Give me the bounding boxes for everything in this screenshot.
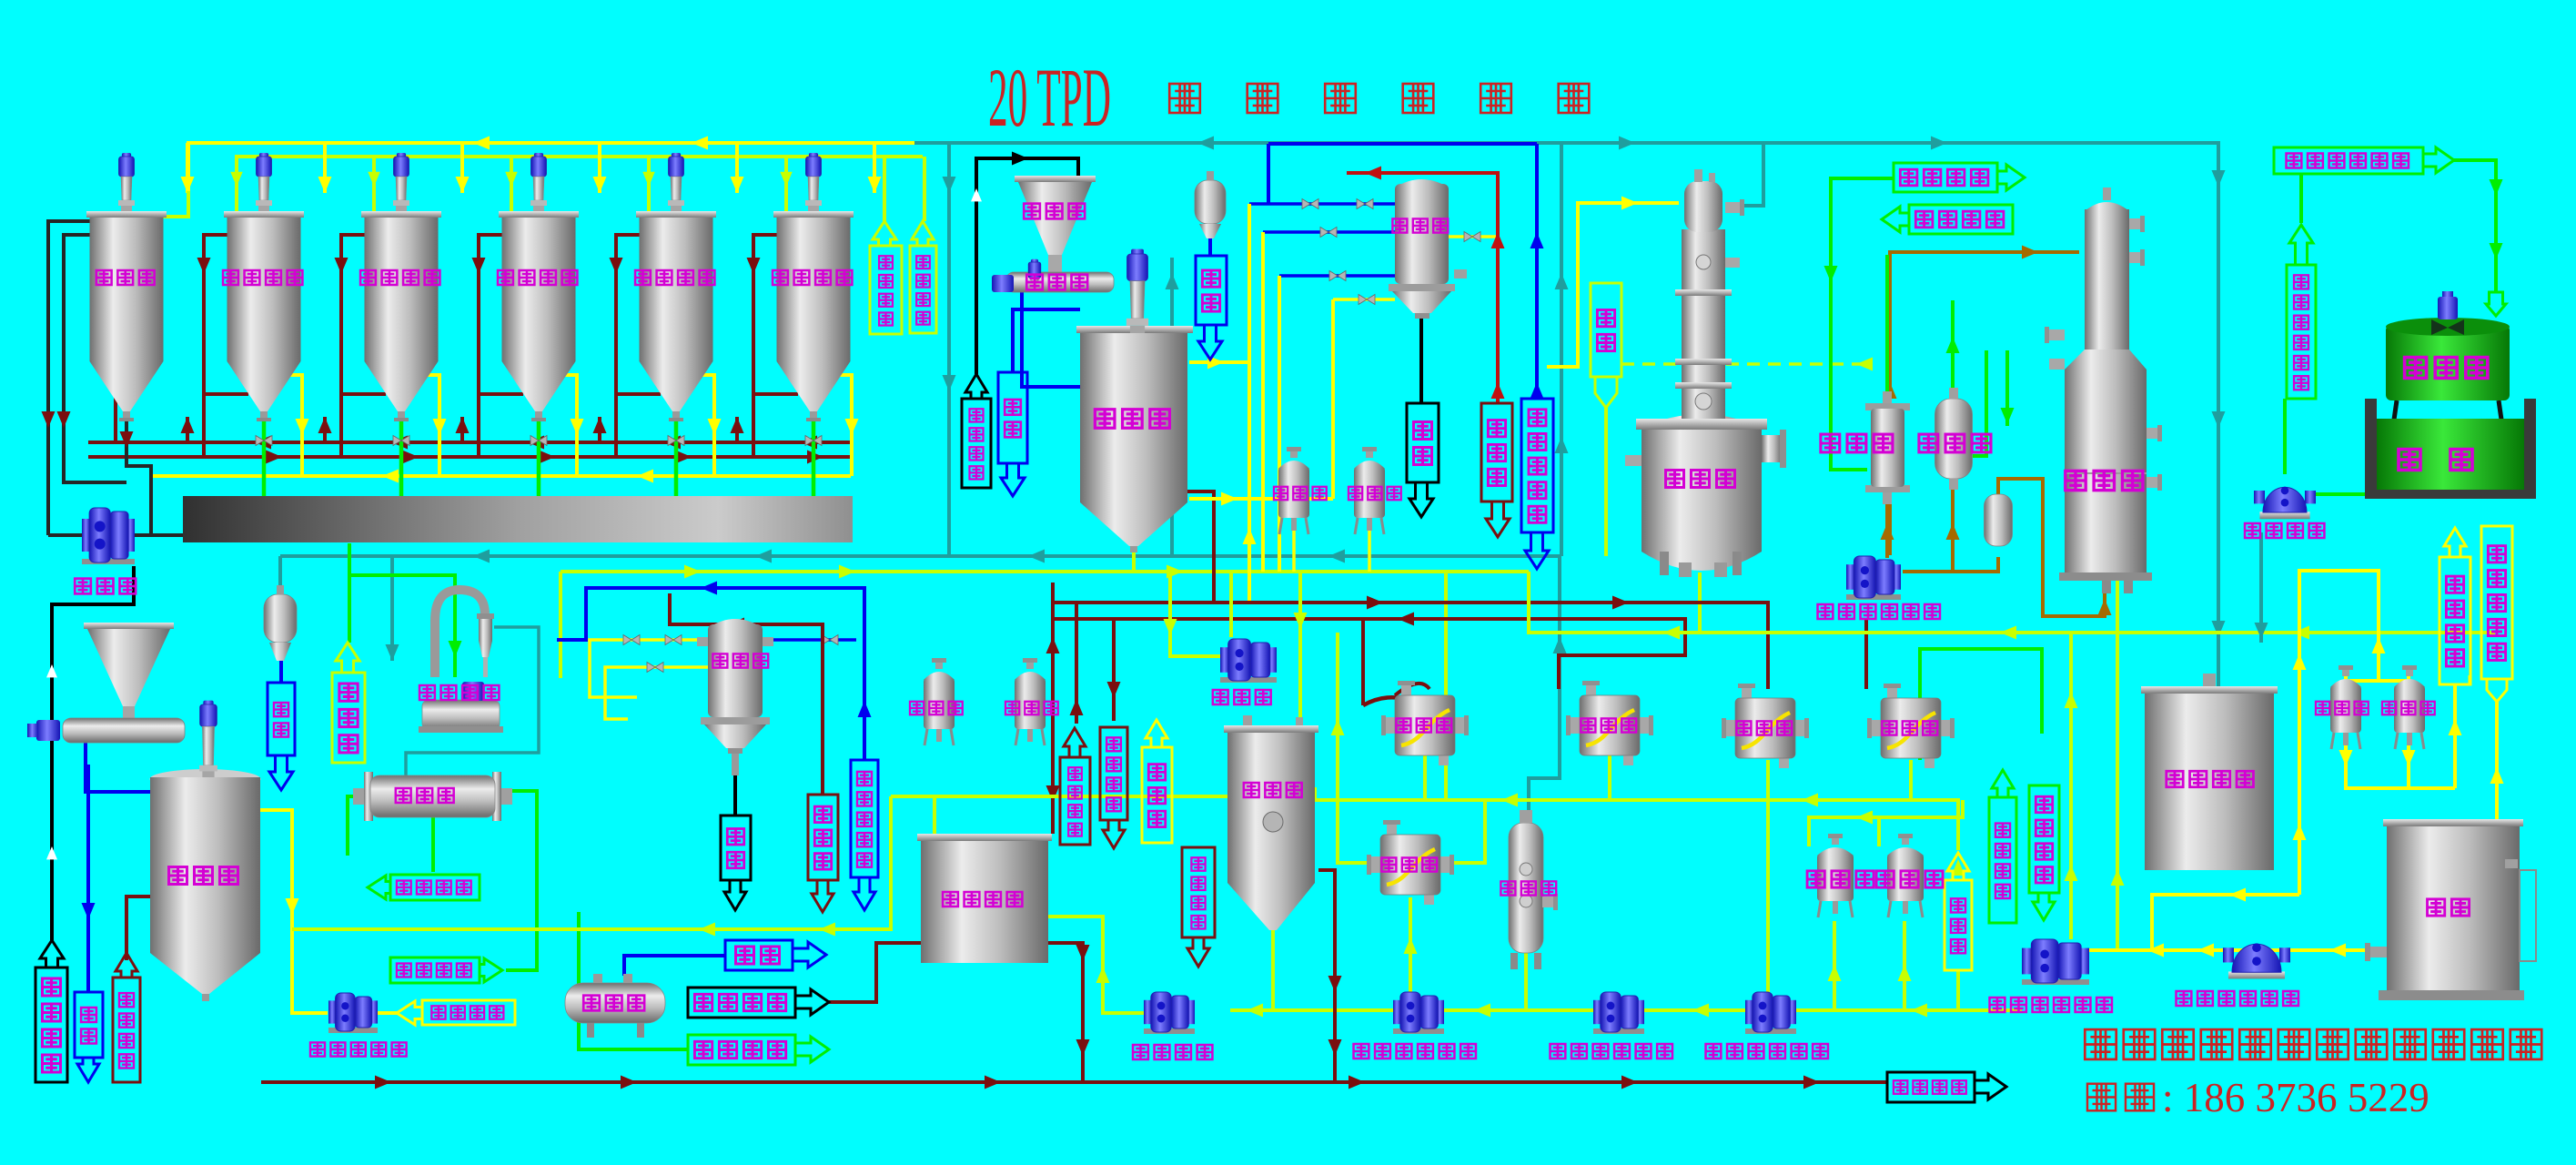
svg-text:20 TPD: 20 TPD <box>988 51 1111 144</box>
svg-text:: 186 3736 5229: : 186 3736 5229 <box>2162 1075 2430 1120</box>
